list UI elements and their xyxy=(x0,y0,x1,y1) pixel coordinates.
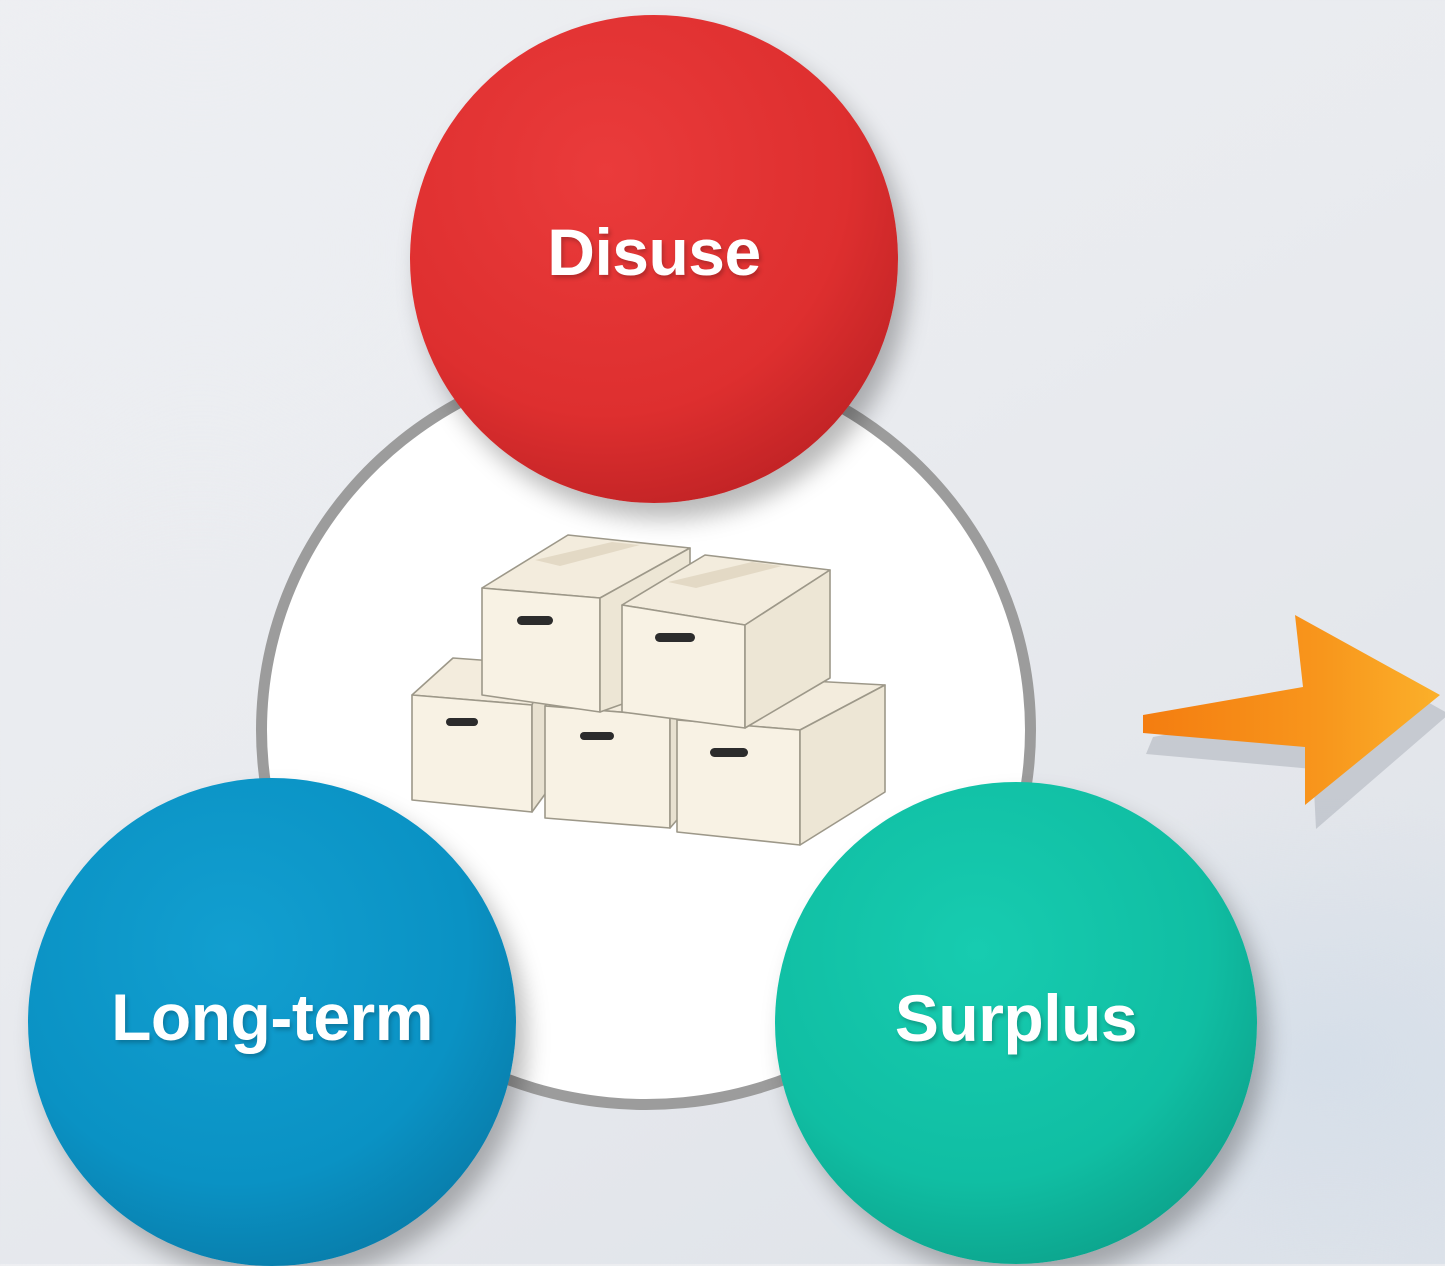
stacked-boxes-icon xyxy=(411,534,886,846)
surplus-label: Surplus xyxy=(894,981,1138,1055)
disuse-label: Disuse xyxy=(547,215,761,289)
box-top-right xyxy=(621,554,831,729)
surplus-circle: Surplus xyxy=(775,782,1257,1264)
long-term-circle: Long-term xyxy=(28,778,516,1266)
disuse-circle: Disuse xyxy=(410,15,898,503)
long-term-label: Long-term xyxy=(111,980,433,1054)
right-arrow-icon xyxy=(1143,615,1445,829)
